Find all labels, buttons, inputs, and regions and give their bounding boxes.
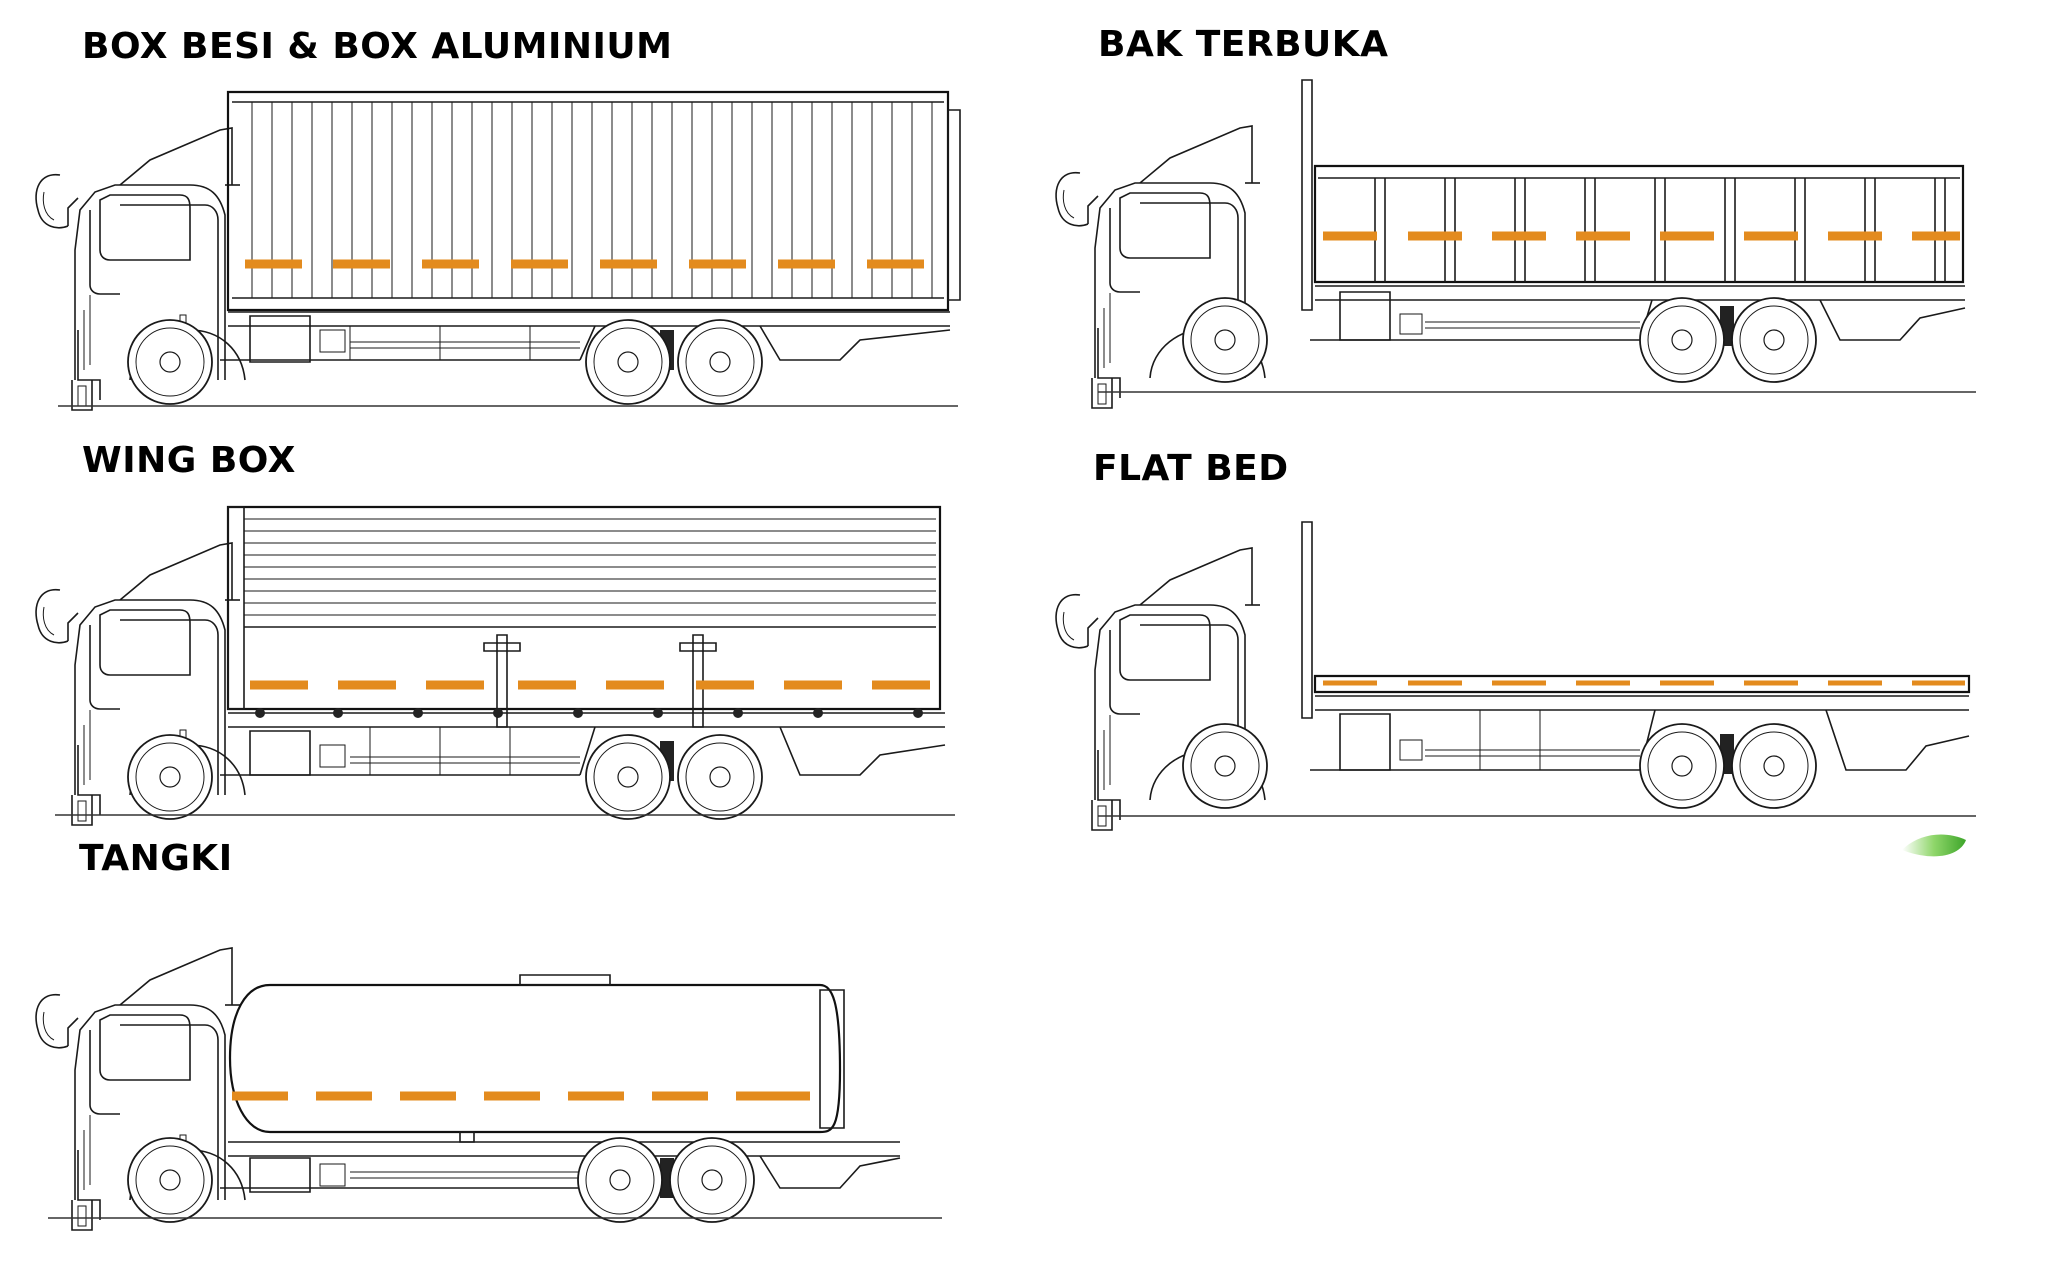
leaf-logo-icon xyxy=(1902,834,1966,857)
truck-box-drawing xyxy=(35,80,960,411)
diagram-title-tangki: TANGKI xyxy=(79,838,233,879)
diagram-title-flat: FLAT BED xyxy=(1093,448,1289,489)
truck-wing-drawing xyxy=(35,495,960,826)
diagram-title-wing: WING BOX xyxy=(82,440,296,481)
truck-bak-drawing xyxy=(1055,78,1980,409)
diagram-title-box: BOX BESI & BOX ALUMINIUM xyxy=(82,26,673,67)
truck-flat-drawing xyxy=(1055,500,1980,831)
truck-tangki-drawing xyxy=(35,947,960,1231)
diagram-title-bak: BAK TERBUKA xyxy=(1098,24,1389,65)
